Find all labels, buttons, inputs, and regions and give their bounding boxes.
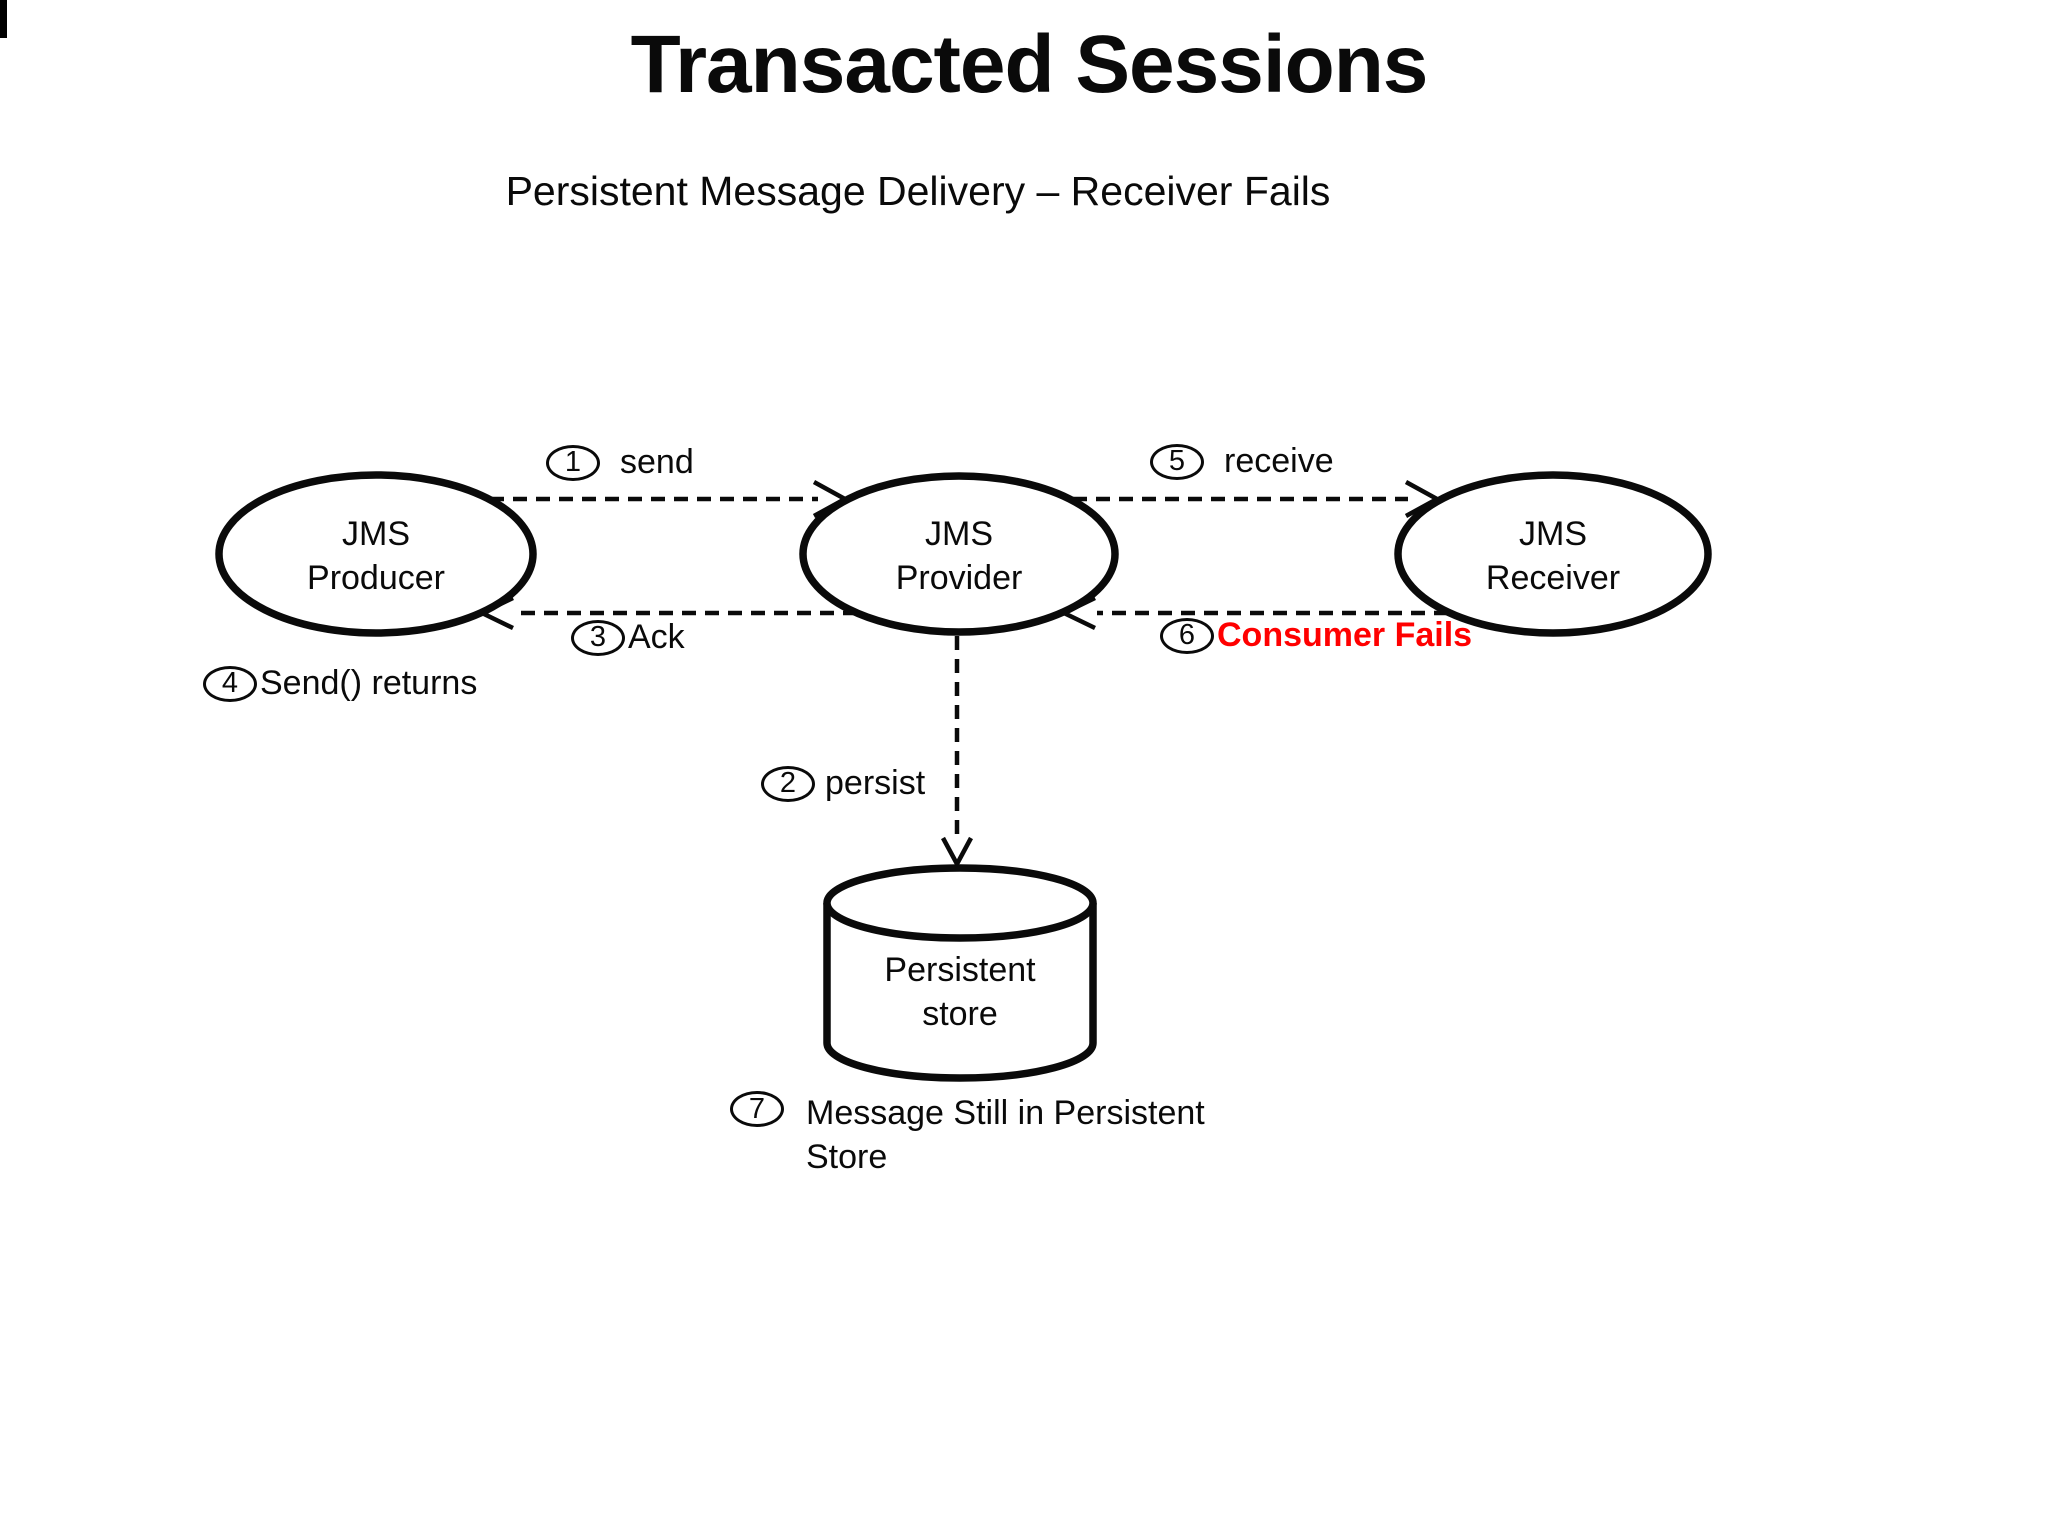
step-4-label: Send() returns xyxy=(260,664,478,702)
provider-label-line1: JMS xyxy=(924,515,993,553)
step-1-label: send xyxy=(620,443,694,481)
producer-label-line1: JMS xyxy=(342,515,410,553)
provider-ellipse xyxy=(799,472,1119,636)
store-node-label: Persistent store xyxy=(884,948,1035,1036)
receiver-node-label: JMS Receiver xyxy=(1486,512,1620,600)
provider-node-label: JMS Provider xyxy=(896,512,1023,600)
persist-arrowhead xyxy=(941,836,973,869)
step-3-ack: 3 Ack xyxy=(571,618,685,657)
producer-label-line2: Producer xyxy=(307,559,445,597)
store-cylinder-top xyxy=(823,864,1097,942)
producer-ellipse xyxy=(215,471,537,637)
receiver-ellipse xyxy=(1394,471,1712,637)
receiver-label-line1: JMS xyxy=(1518,515,1587,553)
store-label-line1: Persistent xyxy=(884,951,1036,989)
step-7-label: Message Still in Persistent Store xyxy=(806,1094,1205,1176)
page-subtitle: Persistent Message Delivery – Receiver F… xyxy=(505,168,1331,214)
step-2-number-badge: 2 xyxy=(761,765,815,802)
step-4-send-returns: 4 Send() returns xyxy=(203,664,477,703)
step-5-receive: 5 receive xyxy=(1150,442,1334,481)
provider-label-line2: Provider xyxy=(895,559,1023,597)
step-6-consumer-fails: 6 Consumer Fails xyxy=(1160,616,1472,655)
step-1-number-badge: 1 xyxy=(546,444,600,481)
step-1-send: 1 send xyxy=(546,443,694,482)
store-label-line2: store xyxy=(922,995,998,1033)
screen-edge-artifact xyxy=(0,0,7,38)
page-title: Transacted Sessions xyxy=(630,19,1429,110)
receiver-label-line2: Receiver xyxy=(1485,559,1621,597)
step-5-number-badge: 5 xyxy=(1150,443,1204,480)
step-4-number-badge: 4 xyxy=(203,665,257,702)
producer-node-label: JMS Producer xyxy=(307,512,445,600)
step-3-label: Ack xyxy=(628,618,685,656)
step-2-label: persist xyxy=(825,764,926,802)
step-7-message-still-in-store: 7 Message Still in Persistent Store xyxy=(730,1091,1236,1179)
step-3-number-badge: 3 xyxy=(571,619,625,656)
step-6-label: Consumer Fails xyxy=(1217,616,1473,654)
step-5-label: receive xyxy=(1224,442,1334,480)
step-7-number-badge: 7 xyxy=(730,1091,784,1127)
store-cylinder-body xyxy=(823,903,1097,1082)
step-6-number-badge: 6 xyxy=(1160,617,1214,654)
step-2-persist: 2 persist xyxy=(761,764,925,803)
